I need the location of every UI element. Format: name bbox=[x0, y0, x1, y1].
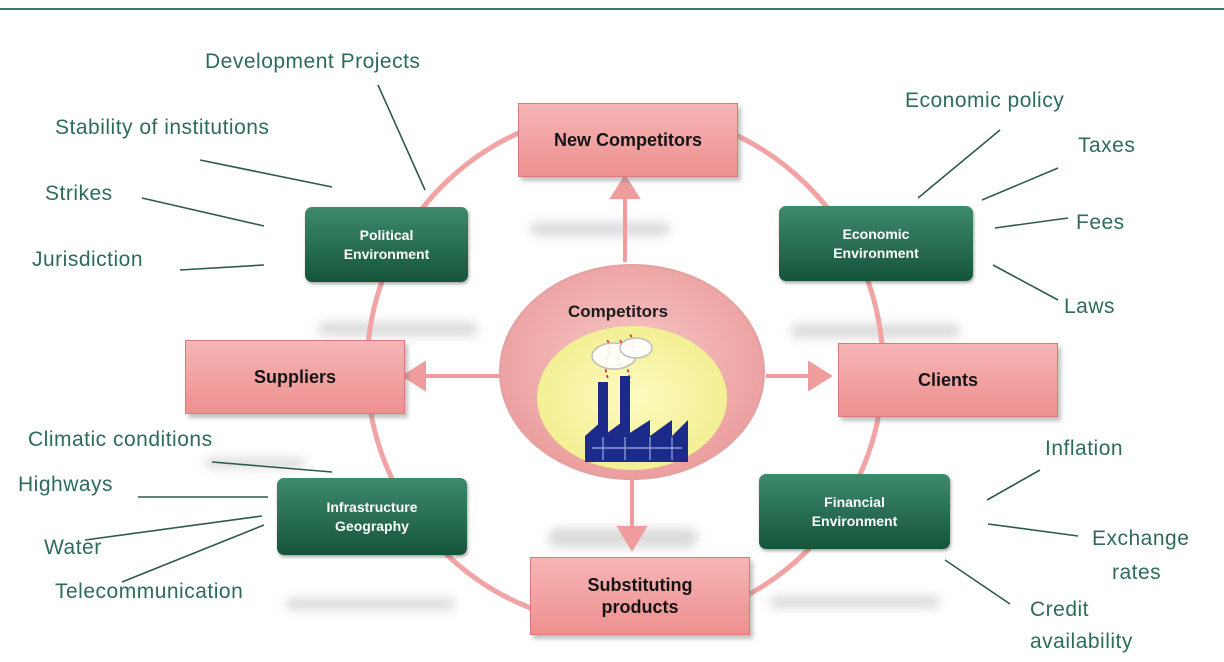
factor-taxes: Taxes bbox=[1078, 134, 1136, 157]
suppliers-box: Suppliers bbox=[185, 340, 405, 414]
factor-stability-of-institutions: Stability of institutions bbox=[55, 116, 270, 139]
factor-strikes: Strikes bbox=[45, 182, 113, 205]
factor-jurisdiction: Jurisdiction bbox=[32, 248, 144, 271]
new-competitors-box: New Competitors bbox=[518, 103, 738, 177]
factor-inflation: Inflation bbox=[1045, 437, 1124, 460]
factor-laws: Laws bbox=[1064, 295, 1116, 318]
clients-label: Clients bbox=[917, 370, 978, 390]
top-rule bbox=[0, 8, 1224, 10]
new-competitors-label: New Competitors bbox=[553, 130, 703, 150]
infrastructure-geography-box: Infrastructure Geography bbox=[277, 478, 467, 555]
factor-water: Water bbox=[44, 536, 102, 559]
factor-credit-availability-line2: availability bbox=[1030, 630, 1133, 653]
leader-lines bbox=[84, 84, 1079, 605]
substituting-products-box: Substituting products bbox=[530, 557, 750, 635]
suppliers-label: Suppliers bbox=[253, 367, 337, 387]
economic-environment-label-line2: Environment bbox=[833, 244, 919, 261]
factor-development-projects: Development Projects bbox=[205, 50, 421, 73]
infrastructure-geography-label-line1: Infrastructure bbox=[326, 498, 418, 515]
competitors-title: Competitors bbox=[567, 302, 669, 321]
force-arrows bbox=[401, 174, 833, 552]
financial-environment-label-line1: Financial bbox=[824, 493, 885, 510]
shadow-smears bbox=[205, 222, 960, 610]
factor-exchange-rates-line1: Exchange bbox=[1092, 527, 1190, 550]
factor-credit-availability-line1: Credit bbox=[1030, 598, 1090, 621]
factor-economic-policy: Economic policy bbox=[905, 89, 1065, 112]
financial-environment-box: Financial Environment bbox=[759, 474, 950, 549]
substituting-products-label-line1: Substituting bbox=[587, 575, 693, 595]
political-environment-box: Political Environment bbox=[305, 207, 468, 282]
economic-environment-label-line1: Economic bbox=[842, 225, 910, 242]
infrastructure-geography-label-line2: Geography bbox=[335, 517, 409, 534]
factor-highways: Highways bbox=[18, 473, 114, 496]
factory-icon bbox=[585, 333, 688, 462]
factor-fees: Fees bbox=[1076, 211, 1125, 234]
substituting-products-label-line2: products bbox=[601, 597, 679, 617]
factor-climatic-conditions: Climatic conditions bbox=[28, 428, 213, 451]
financial-environment-label-line2: Environment bbox=[811, 512, 898, 529]
economic-environment-box: Economic Environment bbox=[779, 206, 973, 281]
factor-telecommunication: Telecommunication bbox=[55, 580, 244, 603]
political-environment-label-line1: Political bbox=[359, 226, 414, 243]
factor-exchange-rates-line2: rates bbox=[1112, 561, 1162, 584]
political-environment-label-line2: Environment bbox=[343, 245, 430, 262]
clients-box: Clients bbox=[838, 343, 1058, 417]
